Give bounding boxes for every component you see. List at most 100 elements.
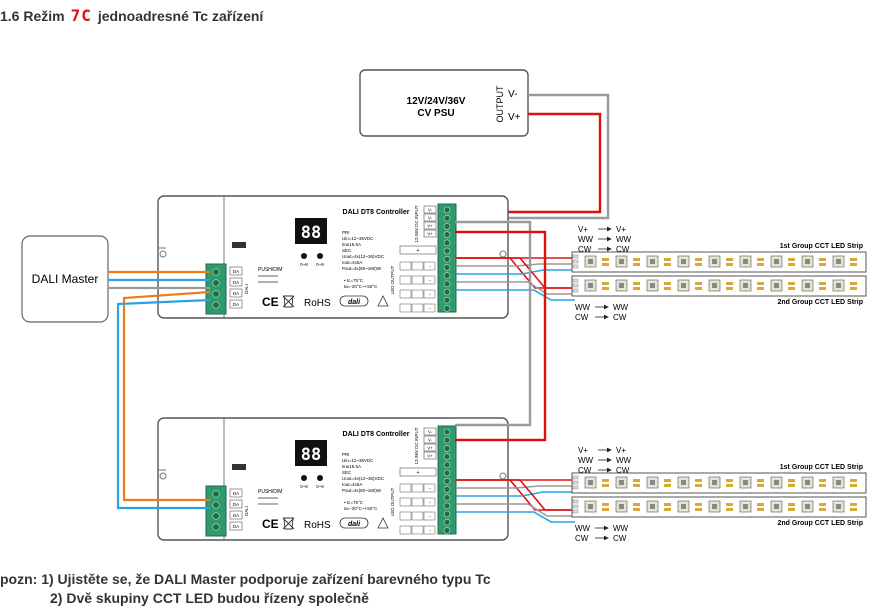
warning-icon bbox=[377, 295, 389, 307]
dali-terminal-screw[interactable] bbox=[212, 301, 220, 309]
out-pin-label: - bbox=[429, 514, 431, 520]
output-terminal-screw[interactable] bbox=[443, 461, 451, 469]
output-terminal-screw[interactable] bbox=[443, 272, 451, 279]
led-chip-core bbox=[681, 283, 686, 288]
input-pin-label: V- bbox=[428, 216, 433, 221]
input-pin-label: V- bbox=[428, 208, 433, 213]
output-terminal-screw[interactable] bbox=[443, 296, 451, 304]
map-to: WW bbox=[613, 303, 629, 312]
dali-vert-label: DALI bbox=[244, 506, 249, 516]
dali-terminal-screw[interactable] bbox=[212, 490, 220, 498]
output-terminal-screw[interactable] bbox=[443, 280, 451, 288]
psu-vplus: V+ bbox=[508, 112, 521, 123]
resistor bbox=[695, 479, 702, 482]
dim-button[interactable] bbox=[301, 475, 307, 481]
dim-mark: 0~9 bbox=[316, 262, 324, 267]
dali-pin-label: DA bbox=[233, 302, 239, 307]
resistor bbox=[788, 508, 795, 511]
output-terminal-screw[interactable] bbox=[443, 288, 451, 296]
resistor bbox=[664, 479, 671, 482]
out-pin-label: - bbox=[429, 278, 431, 284]
led-chip-core bbox=[805, 259, 810, 264]
out-pin-label: + bbox=[417, 470, 420, 476]
output-terminal-screw[interactable] bbox=[443, 527, 451, 534]
output-terminal-screw[interactable] bbox=[443, 223, 451, 230]
spec-line: Pout=4x(60~180)W bbox=[342, 488, 382, 493]
output-terminal-screw[interactable] bbox=[443, 469, 451, 477]
led-chip-core bbox=[805, 504, 810, 509]
dali-terminal-screw[interactable] bbox=[212, 523, 220, 531]
output-terminal-screw[interactable] bbox=[443, 206, 451, 214]
output-terminal-screw[interactable] bbox=[443, 510, 451, 518]
dali-terminal-screw[interactable] bbox=[212, 268, 220, 276]
led-chip-core bbox=[619, 480, 624, 485]
mode-code-display: 7C bbox=[70, 6, 92, 25]
note-1: pozn: 1) Ujistěte se, že DALI Master pod… bbox=[0, 571, 491, 587]
dim-button[interactable] bbox=[317, 253, 323, 259]
led-output-label: LED OUTPUT bbox=[390, 488, 395, 517]
dali-vert-label: DALI bbox=[244, 284, 249, 294]
out-pin-label: - bbox=[429, 292, 431, 298]
output-terminal-screw[interactable] bbox=[443, 239, 451, 247]
output-terminal-screw[interactable] bbox=[443, 518, 451, 526]
led-chip-core bbox=[650, 504, 655, 509]
led-chip-core bbox=[650, 283, 655, 288]
out-pin-label: - bbox=[429, 500, 431, 506]
resistor bbox=[850, 258, 857, 261]
output-terminal-screw[interactable] bbox=[443, 486, 451, 493]
led-chip-core bbox=[743, 259, 748, 264]
page-title: 1.6 Režim 7C jednoadresné Tc zařízení bbox=[0, 6, 263, 25]
output-wire bbox=[456, 289, 575, 301]
resistor bbox=[633, 287, 640, 290]
output-terminal-screw[interactable] bbox=[443, 436, 451, 444]
output-terminal-screw[interactable] bbox=[443, 264, 451, 271]
map-to: WW bbox=[616, 456, 632, 465]
resistor bbox=[664, 263, 671, 266]
resistor bbox=[819, 287, 826, 290]
dali-terminal-screw[interactable] bbox=[212, 290, 220, 298]
output-terminal-screw[interactable] bbox=[443, 453, 451, 460]
input-pin-label: V+ bbox=[427, 232, 433, 237]
resistor bbox=[633, 508, 640, 511]
dali-terminal-screw[interactable] bbox=[212, 279, 220, 287]
dim-mark: 0~8 bbox=[300, 484, 308, 489]
dali-terminal-screw[interactable] bbox=[212, 501, 220, 509]
output-terminal-screw[interactable] bbox=[443, 477, 451, 485]
output-terminal-screw[interactable] bbox=[443, 445, 451, 452]
dim-button[interactable] bbox=[301, 253, 307, 259]
output-terminal-screw[interactable] bbox=[443, 255, 451, 263]
resistor bbox=[602, 503, 609, 506]
output-terminal-screw[interactable] bbox=[443, 231, 451, 238]
output-terminal-screw[interactable] bbox=[443, 494, 451, 501]
output-terminal-screw[interactable] bbox=[443, 502, 451, 510]
led-chip-core bbox=[588, 504, 593, 509]
led-chip-core bbox=[836, 504, 841, 509]
title-suffix: jednoadresné Tc zařízení bbox=[97, 7, 264, 24]
dim-button[interactable] bbox=[317, 475, 323, 481]
psu-line1: 12V/24V/36V bbox=[407, 96, 466, 107]
resistor bbox=[819, 258, 826, 261]
dim-mark: 0~8 bbox=[300, 262, 308, 267]
resistor bbox=[664, 258, 671, 261]
led-chip-core bbox=[836, 259, 841, 264]
dali-terminal-screw[interactable] bbox=[212, 512, 220, 520]
resistor bbox=[695, 503, 702, 506]
spec-line: SEC bbox=[342, 248, 352, 253]
output-terminal-screw[interactable] bbox=[443, 214, 451, 222]
dali-terminal-block bbox=[205, 485, 227, 537]
spec-line: Iin≤15.5A bbox=[342, 464, 361, 469]
led-chip-core bbox=[743, 480, 748, 485]
temp-line: ta=-20°C~+50°C bbox=[344, 506, 378, 511]
output-wire bbox=[456, 257, 575, 289]
out-pin-label: + bbox=[417, 248, 420, 254]
output-terminal-screw[interactable] bbox=[443, 428, 451, 436]
resistor bbox=[726, 287, 733, 290]
dali-logo-text: dali bbox=[348, 299, 361, 306]
resistor bbox=[850, 508, 857, 511]
map-from: WW bbox=[578, 235, 594, 244]
output-terminal-screw[interactable] bbox=[443, 247, 451, 255]
output-terminal-screw[interactable] bbox=[443, 305, 451, 312]
map-to: WW bbox=[613, 524, 629, 533]
led-chip-core bbox=[588, 283, 593, 288]
